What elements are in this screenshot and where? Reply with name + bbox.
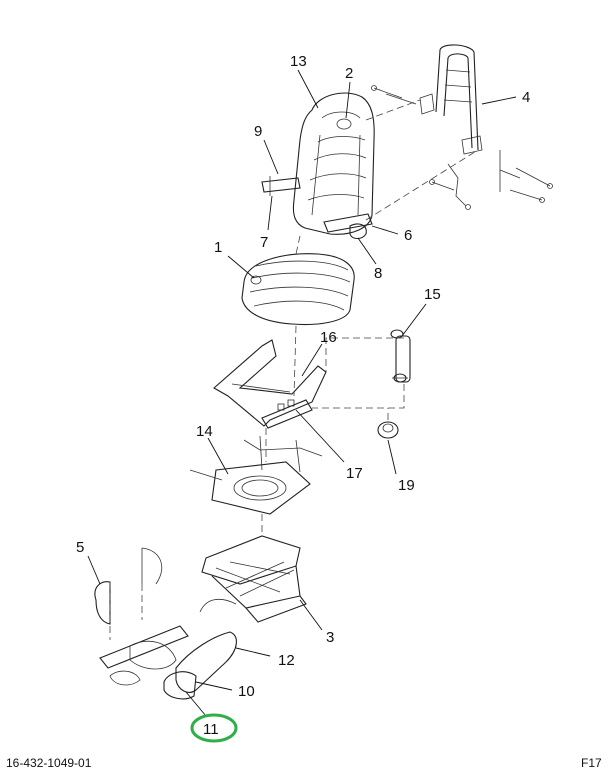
callout-labels: 13 2 4 9 7 6 8 1 15 16 17 19 14 5 3 12 1… [76,53,530,743]
callout-17: 17 [346,465,363,482]
sheet-code: F17 [581,756,602,770]
callout-13: 14 [196,423,213,440]
callout-2: 2 [345,65,353,82]
adjust-knob [377,421,399,439]
callout-10: 10 [238,683,255,700]
callout-8: 8 [374,265,382,282]
seat-cushion [241,253,355,325]
callout-7: 7 [260,234,268,251]
side-cover [94,547,162,625]
swivel-plate [189,435,323,515]
assembly-lines [109,99,479,640]
callout-12: 12 [278,652,295,669]
slide-frame [213,339,327,429]
callout-11: 11 [203,721,219,738]
callout-3: 3 [326,629,334,646]
callout-16: 16 [320,329,337,346]
highlight-ring [190,713,238,743]
callout-5: 5 [76,539,84,556]
lower-bracket [99,625,237,700]
callout-1: 1 [214,239,222,256]
callout-9: 9 [254,123,262,140]
callout-4: 4 [522,89,530,106]
seat-back [261,92,375,240]
back-frame [371,44,553,210]
callout-19: 19 [398,477,415,494]
callout-6: 6 [404,227,412,244]
callout-15: 15 [424,286,441,303]
suspension-base [199,535,307,623]
document-number: 16-432-1049-01 [6,756,92,770]
callout-14: 13 [290,53,307,70]
leader-lines [87,69,517,717]
